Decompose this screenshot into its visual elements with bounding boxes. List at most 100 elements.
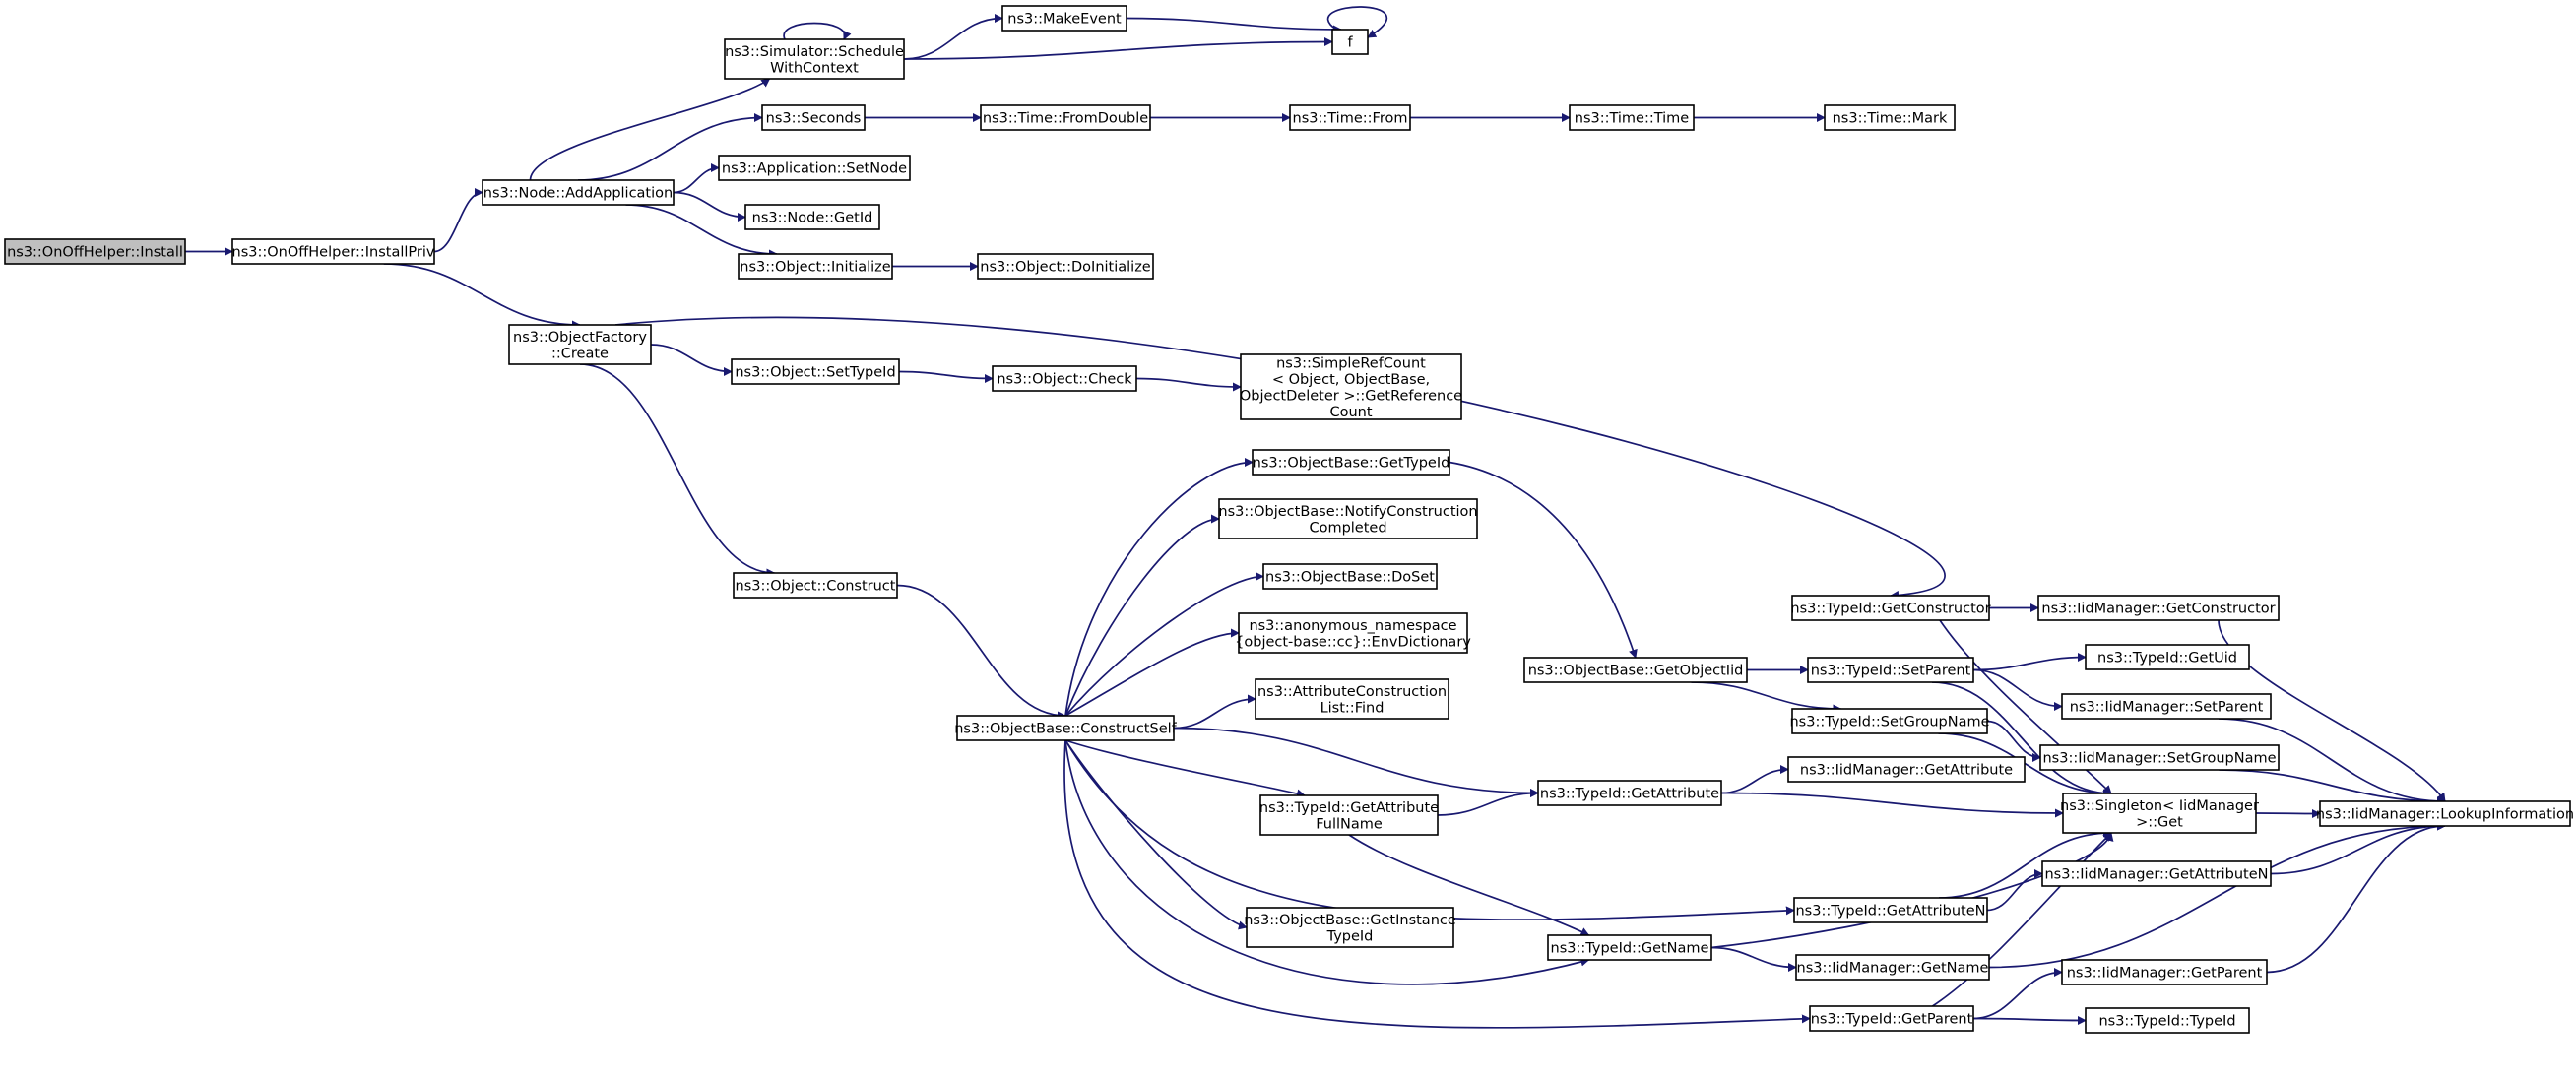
node-iid_getname[interactable]: ns3::IidManager::GetName — [1795, 954, 1990, 981]
node-typeidtypeid[interactable]: ns3::TypeId::TypeId — [2085, 1007, 2250, 1034]
node-construct[interactable]: ns3::Object::Construct — [733, 572, 898, 599]
node-box-timefrom — [1289, 104, 1411, 131]
edge-singleton-to-lookup — [2255, 808, 2321, 818]
node-box-check — [992, 365, 1137, 392]
edge-setparent-to-iid_setparent — [1972, 668, 2063, 711]
node-label-timetime-0: ns3::Time::Time — [1575, 111, 1690, 127]
edge-iid_getparent-to-lookup — [2266, 821, 2446, 974]
edge-addapp-to-seconds — [577, 113, 763, 181]
node-factorycreate[interactable]: ns3::ObjectFactory::Create — [508, 324, 652, 365]
node-box-fromdouble — [980, 104, 1151, 131]
node-box-timetime — [1569, 104, 1695, 131]
edge-constructself-to-getattrfull — [1064, 739, 1306, 798]
node-getobjectiid[interactable]: ns3::ObjectBase::GetObjectIid — [1523, 657, 1748, 683]
node-initialize[interactable]: ns3::Object::Initialize — [738, 253, 893, 280]
edge-getattribute-to-singleton — [1720, 792, 2064, 818]
edge-installpriv-to-addapp — [433, 188, 483, 253]
edge-iid_getconstructor-to-lookup — [2218, 619, 2446, 802]
node-getname[interactable]: ns3::TypeId::GetName — [1547, 934, 1712, 961]
node-iid_getconstructor[interactable]: ns3::IidManager::GetConstructor — [2037, 595, 2280, 621]
node-iid_getattributen[interactable]: ns3::IidManager::GetAttributeN — [2041, 860, 2272, 887]
node-timefrom[interactable]: ns3::Time::From — [1289, 104, 1411, 131]
node-notify[interactable]: ns3::ObjectBase::NotifyConstructionCompl… — [1218, 498, 1478, 540]
node-label-fromdouble-0: ns3::Time::FromDouble — [983, 111, 1148, 127]
node-refcount[interactable]: ns3::SimpleRefCount< Object, ObjectBase,… — [1240, 353, 1462, 420]
node-setparent[interactable]: ns3::TypeId::SetParent — [1807, 657, 1974, 683]
edge-settypeid-to-check — [898, 370, 994, 383]
node-timetime[interactable]: ns3::Time::Time — [1569, 104, 1695, 131]
node-box-makeevent — [1001, 5, 1127, 32]
edge-constructself-to-getparent — [1063, 739, 1811, 1029]
edge-constructself-to-envdict — [1064, 628, 1240, 717]
node-envdict[interactable]: ns3::anonymous_namespace{object-base::cc… — [1235, 612, 1471, 654]
node-constructself[interactable]: ns3::ObjectBase::ConstructSelf — [954, 715, 1178, 741]
node-iid_getattribute[interactable]: ns3::IidManager::GetAttribute — [1787, 756, 2026, 783]
edge-constructself-to-gettypeid — [1064, 458, 1254, 717]
node-addapp[interactable]: ns3::Node::AddApplication — [482, 179, 675, 206]
node-doset[interactable]: ns3::ObjectBase::DoSet — [1262, 563, 1438, 590]
node-label-singleton-1: >::Get — [2136, 814, 2183, 830]
function-nodes: ns3::OnOffHelper::Install ns3::OnOffHelpe… — [4, 5, 2574, 1034]
node-installpriv[interactable]: ns3::OnOffHelper::InstallPriv — [231, 238, 435, 265]
node-check[interactable]: ns3::Object::Check — [992, 365, 1137, 392]
node-box-iid_setparent — [2061, 693, 2272, 720]
node-makeevent[interactable]: ns3::MakeEvent — [1001, 5, 1127, 32]
node-getid[interactable]: ns3::Node::GetId — [744, 204, 880, 230]
edge-iid_getattributen-to-lookup — [2270, 821, 2446, 875]
node-label-iid_getattribute-0: ns3::IidManager::GetAttribute — [1800, 763, 2013, 779]
node-seconds[interactable]: ns3::Seconds — [761, 104, 866, 131]
edge-factorycreate-to-settypeid — [650, 344, 733, 376]
node-f[interactable]: f — [1331, 29, 1369, 55]
node-label-getname-0: ns3::TypeId::GetName — [1551, 941, 1709, 957]
node-timemark[interactable]: ns3::Time::Mark — [1824, 104, 1956, 131]
node-box-getinstance — [1246, 907, 1454, 948]
edge-constructself-to-getname — [1064, 739, 1590, 985]
node-doinitialize[interactable]: ns3::Object::DoInitialize — [977, 253, 1154, 280]
node-box-gettypeid — [1252, 449, 1450, 476]
node-label-construct-0: ns3::Object::Construct — [736, 579, 896, 595]
node-install[interactable]: ns3::OnOffHelper::Install — [4, 238, 186, 265]
node-label-iid_getparent-0: ns3::IidManager::GetParent — [2067, 966, 2263, 982]
node-getconstructor[interactable]: ns3::TypeId::GetConstructor — [1790, 595, 1991, 621]
node-label-schedule-1: WithContext — [770, 60, 859, 76]
node-box-doset — [1262, 563, 1438, 590]
node-box-lookup — [2319, 800, 2571, 827]
node-box-getparent — [1809, 1005, 1974, 1032]
node-settypeid[interactable]: ns3::Object::SetTypeId — [731, 358, 900, 385]
node-gettypeid[interactable]: ns3::ObjectBase::GetTypeId — [1252, 449, 1450, 476]
node-box-envdict — [1238, 612, 1468, 654]
node-label-seconds-0: ns3::Seconds — [766, 111, 862, 127]
node-iid_getparent[interactable]: ns3::IidManager::GetParent — [2061, 959, 2268, 985]
edge-constructself-to-getattributen — [1064, 739, 1795, 920]
node-label-singleton-0: ns3::Singleton< IidManager — [2060, 798, 2259, 814]
node-singleton[interactable]: ns3::Singleton< IidManager>::Get — [2060, 793, 2259, 834]
edge-iid_setgroupname-to-lookup — [2219, 769, 2446, 806]
node-box-typeidtypeid — [2085, 1007, 2250, 1034]
edge-getname-to-singleton — [1710, 832, 2114, 949]
node-setnode[interactable]: ns3::Application::SetNode — [718, 155, 911, 181]
node-box-setnode — [718, 155, 911, 181]
node-setgroupname[interactable]: ns3::TypeId::SetGroupName — [1789, 708, 1990, 734]
node-box-setgroupname — [1791, 708, 1988, 734]
node-box-seconds — [761, 104, 866, 131]
node-getuid[interactable]: ns3::TypeId::GetUid — [2085, 644, 2250, 670]
node-label-doset-0: ns3::ObjectBase::DoSet — [1265, 570, 1435, 586]
node-label-getinstance-1: TypeId — [1326, 928, 1374, 944]
node-getparent[interactable]: ns3::TypeId::GetParent — [1809, 1005, 1974, 1032]
node-iid_setparent[interactable]: ns3::IidManager::SetParent — [2061, 693, 2272, 720]
node-label-makeevent-0: ns3::MakeEvent — [1007, 12, 1122, 28]
node-fromdouble[interactable]: ns3::Time::FromDouble — [980, 104, 1151, 131]
node-getattribute[interactable]: ns3::TypeId::GetAttribute — [1537, 780, 1722, 806]
node-iid_setgroupname[interactable]: ns3::IidManager::SetGroupName — [2039, 744, 2280, 771]
node-label-schedule-0: ns3::Simulator::Schedule — [725, 44, 904, 60]
node-label-gettypeid-0: ns3::ObjectBase::GetTypeId — [1253, 456, 1450, 472]
edge-getattributen-to-iid_getattributen — [1986, 869, 2043, 912]
edge-iid_setparent-to-lookup — [2218, 718, 2446, 806]
node-box-install — [4, 238, 186, 265]
node-getattributen[interactable]: ns3::TypeId::GetAttributeN — [1793, 897, 1988, 923]
node-lookup[interactable]: ns3::IidManager::LookupInformation — [2316, 800, 2574, 827]
